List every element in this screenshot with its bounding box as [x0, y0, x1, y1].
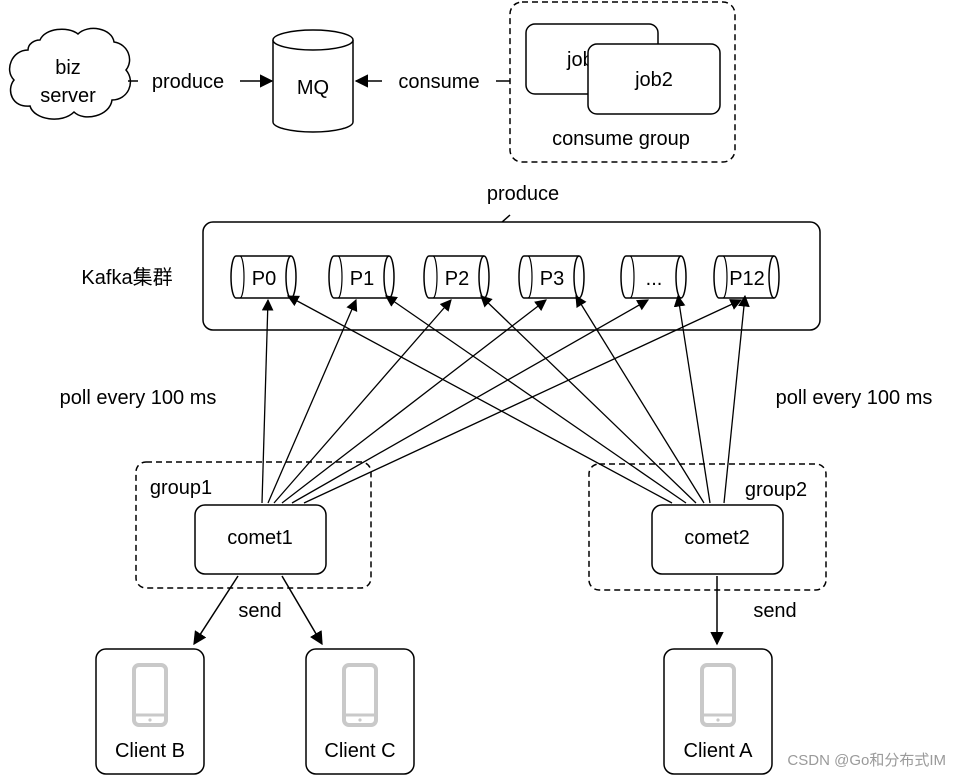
consume-group-label: consume group	[552, 128, 690, 150]
partition-4: ...	[620, 255, 687, 299]
partition-2: P2	[423, 255, 490, 299]
consume-label: consume	[398, 71, 479, 93]
poll-arrow-comet2-p5	[723, 294, 750, 504]
poll-arrow-comet2-p1	[385, 295, 687, 504]
send-arrow-client-b	[193, 575, 239, 646]
poll-arrow-comet1-p1	[267, 298, 358, 504]
poll-label-left: poll every 100 ms	[60, 387, 217, 409]
partition-label-2: P2	[445, 268, 469, 290]
consume-group-box: job1 job2 consume group	[509, 1, 736, 163]
send-label-right: send	[753, 600, 796, 622]
phone-icon	[342, 663, 378, 727]
comet2-box	[651, 504, 784, 575]
poll-label-right: poll every 100 ms	[776, 387, 933, 409]
partition-0: P0	[230, 255, 297, 299]
biz-server-label-line2: server	[40, 85, 96, 107]
comet1-label: comet1	[227, 527, 293, 549]
send-arrow-client-c	[281, 575, 323, 646]
poll-arrow-comet2-p2	[480, 295, 697, 504]
partition-label-3: P3	[540, 268, 564, 290]
poll-arrow-comet2-p4	[673, 294, 711, 504]
biz-server-label-line1: biz	[55, 57, 81, 79]
job2-box	[587, 43, 721, 115]
client-label-1: Client C	[324, 740, 395, 762]
partition-3: P3	[518, 255, 585, 299]
client-label-0: Client B	[115, 740, 185, 762]
client-1: Client C	[305, 648, 415, 775]
comet1-box	[194, 504, 327, 575]
poll-arrow-comet1-p4	[291, 299, 650, 504]
produce-label: produce	[152, 71, 224, 93]
send-label-left: send	[238, 600, 281, 622]
kafka-cluster-box	[202, 221, 821, 331]
partition-label-0: P0	[252, 268, 276, 290]
job2-label: job2	[634, 69, 673, 91]
watermark: CSDN @Go和分布式IM	[787, 752, 946, 769]
partition-label-1: P1	[350, 268, 374, 290]
group1-box	[135, 461, 372, 589]
partition-label-5: P12	[729, 268, 765, 290]
group2-label: group2	[745, 479, 807, 501]
mq-cylinder: MQ	[272, 29, 354, 133]
partition-label-4: ...	[646, 268, 663, 290]
client-0: Client B	[95, 648, 205, 775]
client-2: Client A	[663, 648, 773, 775]
poll-arrow-comet2-p3	[575, 295, 705, 504]
phone-icon	[700, 663, 736, 727]
comet2-label: comet2	[684, 527, 750, 549]
partition-1: P1	[328, 255, 395, 299]
poll-arrow-comet1-p0	[261, 298, 274, 504]
group2-box	[588, 463, 827, 591]
poll-arrow-comet2-p0	[286, 295, 673, 504]
partition-5: P12	[713, 255, 780, 299]
poll-arrow-comet1-p5	[303, 299, 743, 504]
produce-to-kafka-label: produce	[487, 183, 559, 205]
biz-server-cloud: biz server	[8, 27, 132, 120]
group1-label: group1	[150, 477, 212, 499]
client-label-2: Client A	[684, 740, 754, 762]
kafka-cluster-label: Kafka集群	[81, 266, 172, 289]
mq-label: MQ	[297, 77, 329, 99]
phone-icon	[132, 663, 168, 727]
poll-arrow-comet1-p2	[273, 299, 452, 504]
poll-arrow-comet1-p3	[281, 299, 547, 504]
